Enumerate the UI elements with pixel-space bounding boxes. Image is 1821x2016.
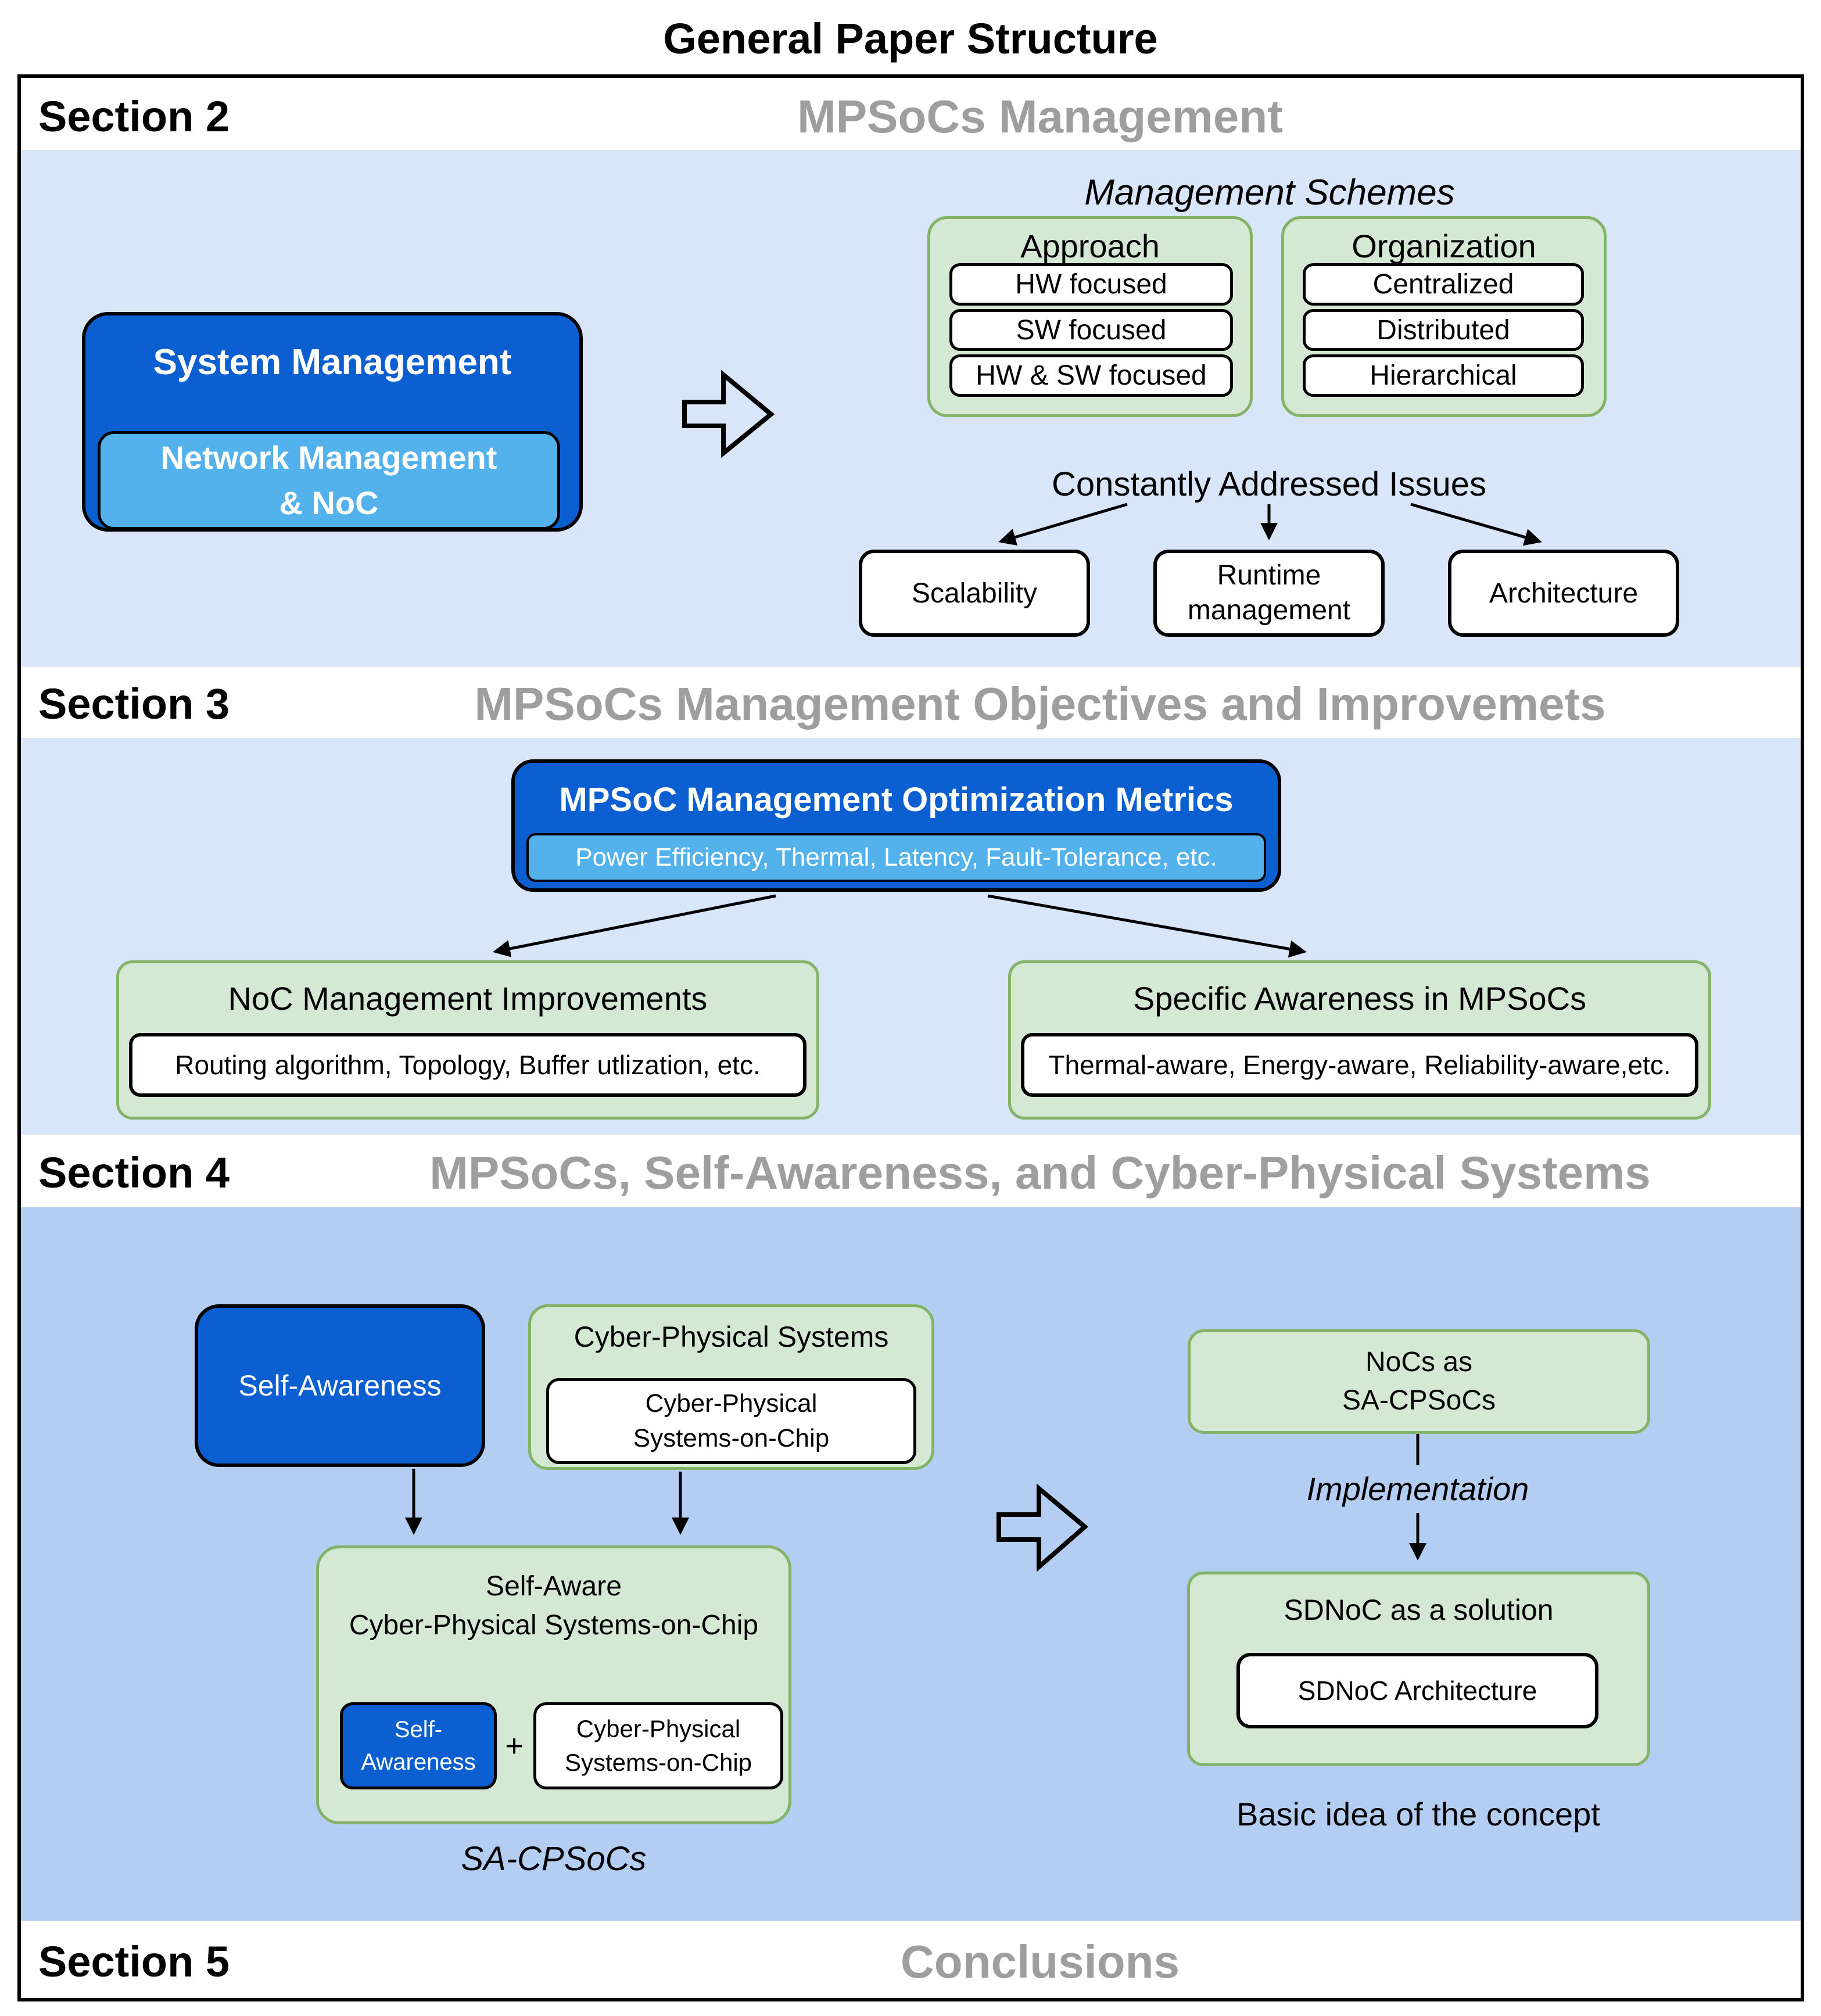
issues-title: Constantly Addressed Issues	[1052, 465, 1486, 503]
section5-title: Conclusions	[900, 1936, 1180, 1988]
approach-item-sw: SW focused	[949, 309, 1233, 351]
sdnoc-architecture-box: SDNoC Architecture	[1236, 1653, 1598, 1728]
sacpsoc-inner-blue-box: Self- Awareness	[340, 1702, 497, 1789]
organization-item-distributed: Distributed	[1303, 309, 1584, 351]
approach-title: Approach	[1020, 228, 1160, 264]
arrow-issues-left	[998, 503, 1128, 546]
arrow-issues-right	[1410, 503, 1542, 546]
block-arrow-right-icon	[996, 1483, 1089, 1572]
self-awareness-box: Self-Awareness	[195, 1304, 485, 1467]
issue-box-architecture: Architecture	[1448, 550, 1679, 637]
issue-box-scalability: Scalability	[859, 550, 1090, 637]
system-management-title: System Management	[153, 342, 512, 382]
organization-item-hierarchical: Hierarchical	[1303, 354, 1584, 397]
sacpsoc-inner-white-box: Cyber-Physical Systems-on-Chip	[533, 1702, 783, 1789]
nocs-as-sacpsocs-box: NoCs as SA-CPSoCs	[1188, 1329, 1650, 1434]
basic-idea-label: Basic idea of the concept	[1236, 1796, 1600, 1832]
organization-item-centralized: Centralized	[1303, 263, 1584, 306]
section5-label: Section 5	[38, 1938, 230, 1986]
noc-improvements-inner: Routing algorithm, Topology, Buffer utli…	[129, 1033, 806, 1097]
specific-awareness-inner: Thermal-aware, Energy-aware, Reliability…	[1021, 1033, 1698, 1097]
sacpsoc-title-line2: Cyber-Physical Systems-on-Chip	[349, 1610, 759, 1641]
sacpsoc-inner-blue-line1: Self-	[394, 1717, 443, 1742]
metrics-inner-box: Power Efficiency, Thermal, Latency, Faul…	[526, 833, 1266, 882]
outer-frame	[17, 74, 1804, 2001]
approach-item-hw: HW focused	[949, 263, 1233, 306]
metrics-box: MPSoC Management Optimization Metrics	[511, 759, 1281, 892]
noc-improvements-title: NoC Management Improvements	[228, 980, 708, 1017]
approach-item-hwsw: HW & SW focused	[949, 354, 1233, 397]
section3-title: MPSoCs Management Objectives and Improve…	[474, 678, 1606, 730]
organization-title: Organization	[1352, 228, 1536, 264]
network-management-line1: Network Management	[160, 439, 497, 476]
section2-label: Section 2	[38, 92, 230, 141]
sacpsoc-inner-white-line2: Systems-on-Chip	[564, 1749, 752, 1776]
sdnoc-title: SDNoC as a solution	[1284, 1594, 1554, 1626]
nocs-box-line1: NoCs as	[1365, 1347, 1473, 1378]
nocs-box-line2: SA-CPSoCs	[1342, 1385, 1496, 1416]
section4-title: MPSoCs, Self-Awareness, and Cyber-Physic…	[429, 1147, 1651, 1199]
sacpsocs-label: SA-CPSoCs	[461, 1840, 647, 1878]
metrics-title: MPSoC Management Optimization Metrics	[559, 781, 1234, 819]
network-management-line2: & NoC	[279, 485, 379, 521]
section3-label: Section 3	[38, 680, 230, 728]
cps-title: Cyber-Physical Systems	[573, 1321, 889, 1353]
page-title: General Paper Structure	[663, 15, 1158, 63]
section2-title: MPSoCs Management	[797, 91, 1283, 142]
management-schemes-label: Management Schemes	[1084, 173, 1455, 213]
arrow-metrics-right	[987, 894, 1307, 958]
block-arrow-right-icon	[682, 370, 775, 458]
network-management-box: Network Management & NoC	[98, 431, 560, 530]
cps-inner-line1: Cyber-Physical	[645, 1389, 818, 1418]
sacpsoc-inner-blue-line2: Awareness	[361, 1749, 476, 1775]
cps-inner-line2: Systems-on-Chip	[633, 1424, 830, 1452]
section4-label: Section 4	[38, 1149, 230, 1197]
arrow-metrics-left	[493, 894, 776, 957]
sacpsoc-title-line1: Self-Aware	[486, 1571, 622, 1602]
cps-inner-box: Cyber-Physical Systems-on-Chip	[546, 1378, 916, 1464]
specific-awareness-title: Specific Awareness in MPSoCs	[1132, 980, 1587, 1017]
issue-box-runtime: Runtime management	[1153, 550, 1385, 637]
plus-sign: +	[505, 1728, 524, 1763]
implementation-label: Implementation	[1306, 1470, 1529, 1507]
sacpsoc-inner-white-line1: Cyber-Physical	[576, 1715, 741, 1742]
